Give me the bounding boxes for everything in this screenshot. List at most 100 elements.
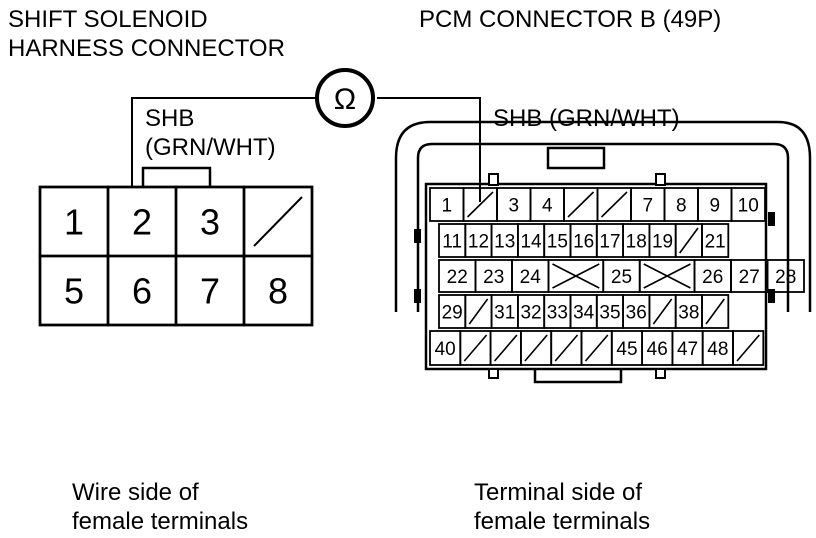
pcm-terminal-number: 25: [611, 267, 632, 288]
pcm-terminal-number: 26: [702, 267, 723, 288]
pcm-terminal-number: 35: [599, 303, 620, 324]
empty-cavity-slash: [652, 298, 673, 325]
pcm-terminal-number: 23: [483, 267, 504, 288]
empty-cavity-slash: [524, 334, 548, 362]
pcm-terminal-number: 45: [616, 339, 637, 360]
left-title-line2: HARNESS CONNECTOR: [8, 35, 285, 62]
empty-cavity-slash: [736, 334, 760, 362]
key-right-lower: [768, 289, 775, 303]
empty-cavity-slash: [463, 334, 488, 362]
pcm-terminal-number: 17: [599, 232, 620, 253]
empty-cavity-slash: [600, 191, 628, 218]
pcm-terminal-number: 19: [652, 232, 673, 253]
left-terminal-number: 2: [132, 202, 152, 243]
pcm-pegs: [488, 173, 666, 379]
test-lead-wires: [131, 97, 481, 202]
left-wire-label-line1: SHB: [145, 105, 194, 132]
empty-cavity-slash: [567, 191, 595, 218]
pcm-bottom-tab: [533, 369, 623, 384]
blocked-cavity-cross: [643, 263, 691, 289]
left-connector-cells: 1 2 3 5 6 7 8: [38, 185, 314, 327]
empty-cavity-slash: [679, 227, 699, 254]
pcm-terminal-number: 40: [435, 339, 456, 360]
pcm-cell: [732, 330, 765, 366]
left-wire-label-line2: (GRN/WHT): [145, 134, 276, 161]
pcm-terminal-number: 46: [647, 339, 668, 360]
pcm-terminal-number: 12: [468, 232, 489, 253]
pcm-terminal-number: 3: [508, 196, 519, 217]
pcm-terminal-number: 1: [441, 196, 452, 217]
pcm-terminal-number: 4: [542, 196, 553, 217]
empty-cavity-slash: [554, 334, 579, 362]
pcm-terminal-number: 33: [547, 303, 568, 324]
empty-cavity-slash: [466, 191, 494, 218]
left-caption-line1: Wire side of: [72, 479, 199, 506]
pcm-terminal-number: 27: [739, 267, 760, 288]
pcm-side-keys: [414, 212, 775, 303]
pcm-terminal-number: 8: [676, 196, 687, 217]
pcm-latch-arm: [394, 120, 812, 312]
left-title-line1: SHIFT SOLENOID: [8, 6, 208, 33]
pcm-terminal-number: 34: [573, 303, 595, 324]
left-terminal-number: 6: [132, 271, 152, 312]
pcm-terminal-number: 11: [442, 232, 462, 253]
left-cell: [242, 254, 314, 327]
blocked-cavity-cross: [552, 263, 600, 289]
key-left-upper: [414, 229, 421, 243]
left-terminal-number: 3: [200, 202, 220, 243]
pcm-terminal-number: 18: [626, 232, 647, 253]
left-connector-lock-tab: [141, 166, 212, 187]
pcm-terminal-number: 7: [642, 196, 653, 217]
ohmmeter-circle: [315, 68, 375, 128]
pcm-terminal-number: 31: [494, 303, 515, 324]
pcm-terminal-number: 36: [626, 303, 647, 324]
empty-cavity-slash: [493, 334, 518, 362]
pcm-terminal-number: 13: [494, 232, 515, 253]
ohmmeter-icon: Ω: [315, 68, 375, 128]
pcm-terminal-number: 14: [520, 232, 542, 253]
pcm-terminal-number: 38: [678, 303, 699, 324]
pcm-terminal-number: 16: [573, 232, 594, 253]
pcm-terminal-number: 47: [677, 339, 698, 360]
left-terminal-number: 7: [200, 271, 220, 312]
pcm-terminal-number: 10: [738, 196, 759, 217]
pcm-terminal-number: 24: [520, 267, 542, 288]
ohm-symbol: Ω: [334, 83, 356, 116]
pcm-cell: [701, 223, 730, 258]
empty-cavity-slash: [253, 196, 303, 247]
right-title: PCM CONNECTOR B (49P): [419, 6, 721, 33]
right-caption-line2: female terminals: [474, 508, 650, 535]
pcm-terminal-block: [424, 182, 768, 371]
pcm-cell: [766, 259, 805, 293]
right-test-lead: [377, 97, 481, 202]
shift-solenoid-connector: 1 2 3 5 6 7 8: [38, 166, 314, 327]
pcm-terminal-number: 29: [442, 303, 463, 324]
pcm-cell: [730, 187, 766, 222]
peg-top-right: [655, 173, 666, 186]
left-terminal-number: 5: [64, 271, 84, 312]
pcm-terminal-number: 28: [775, 267, 796, 288]
key-right-upper: [768, 212, 775, 226]
empty-cavity-slash: [468, 298, 489, 325]
pcm-cell: [701, 294, 730, 329]
left-terminal-number: 8: [268, 271, 288, 312]
pcm-terminal-number: 15: [547, 232, 568, 253]
pcm-terminal-number: 32: [520, 303, 541, 324]
pcm-terminal-number: 22: [447, 267, 468, 288]
left-terminal-number: 1: [64, 202, 84, 243]
pcm-top-lock: [546, 146, 606, 170]
peg-top-left: [488, 173, 499, 186]
key-left-lower: [414, 289, 421, 303]
peg-bottom-left: [488, 368, 499, 379]
peg-bottom-right: [655, 368, 666, 379]
empty-cavity-slash: [584, 334, 609, 362]
pcm-terminal-number: 21: [705, 232, 726, 253]
left-test-lead: [131, 97, 315, 187]
right-caption-line1: Terminal side of: [474, 479, 642, 506]
pcm-terminal-number: 9: [709, 196, 720, 217]
empty-cavity-slash: [705, 298, 725, 325]
pcm-outer-shell: [416, 142, 790, 312]
